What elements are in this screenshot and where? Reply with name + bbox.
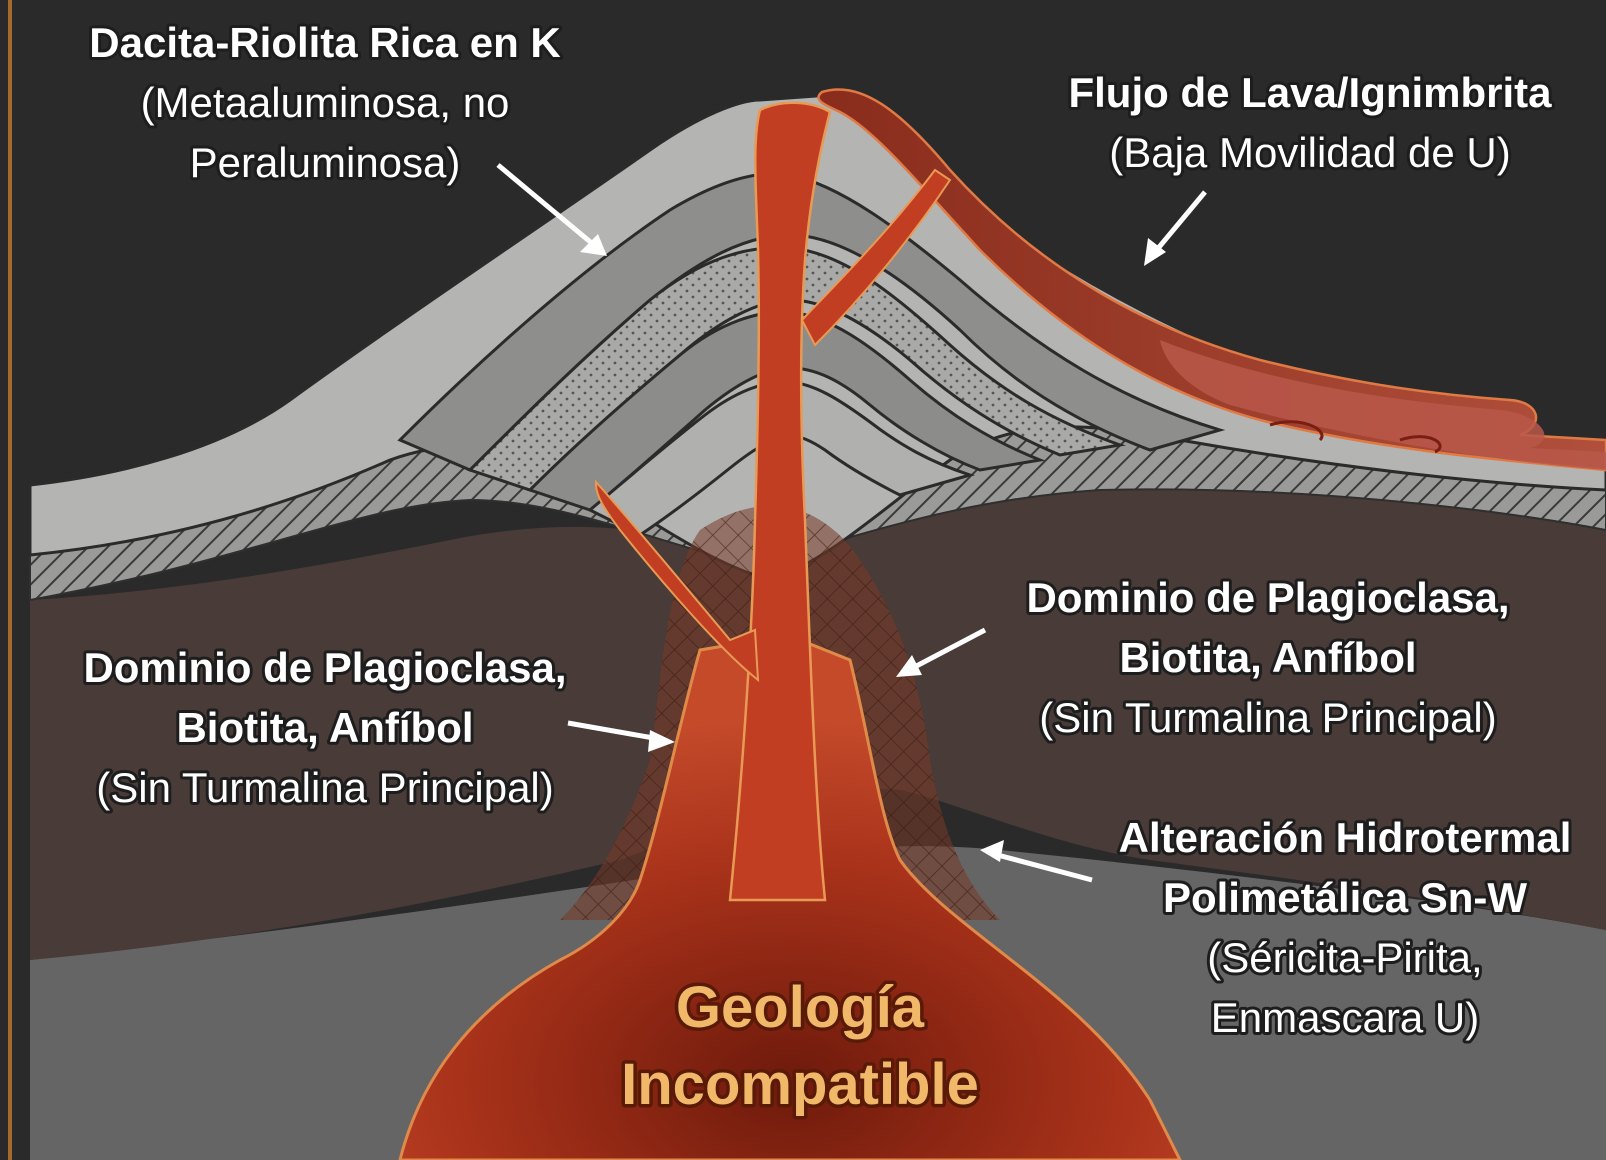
label-dominio-right: Dominio de Plagioclasa, Biotita, Anfíbol… [1023,571,1512,744]
label-dacita-title: Dacita-Riolita Rica en K [89,19,560,66]
magma-conduit [728,101,832,902]
label-dominio-left: Dominio de Plagioclasa, Biotita, Anfíbol… [80,641,569,814]
conduit-branch-right [800,168,952,347]
lava-flow-front [1160,340,1606,470]
label-alteracion-line4: Enmascara U) [1211,994,1479,1041]
label-alteracion: Alteración Hidrotermal Polimetálica Sn-W… [1116,811,1575,1044]
arrow-dacita [496,163,607,256]
arrow-dominio-right [896,627,987,677]
volcano-strata-1 [397,172,1226,472]
label-center: Geología Incompatible [618,972,983,1121]
label-flujo: Flujo de Lava/Ignimbrita (Baja Movilidad… [1065,66,1555,179]
label-dominio-left-line2: Biotita, Anfíbol [176,704,473,751]
lava-flow-whorl [1269,420,1442,454]
label-center-line1: Geología [676,975,925,1040]
label-flujo-line2: (Baja Movilidad de U) [1109,129,1511,176]
label-center-line2: Incompatible [621,1052,979,1117]
label-dominio-left-line3: (Sin Turmalina Principal) [96,764,554,811]
label-alteracion-line3: (Séricita-Pirita, [1207,934,1482,981]
volcano-strata-3 [587,380,976,537]
label-dacita: Dacita-Riolita Rica en K (Metaaluminosa,… [86,16,563,189]
label-dominio-right-line2: Biotita, Anfíbol [1119,634,1416,681]
arrow-alteracion [980,840,1093,883]
arrow-dominio-left [567,720,675,752]
label-alteracion-line1: Alteración Hidrotermal [1119,814,1572,861]
label-alteracion-line2: Polimetálica Sn-W [1163,874,1527,921]
label-flujo-title: Flujo de Lava/Ignimbrita [1068,69,1552,116]
label-dacita-line2: (Metaaluminosa, no [141,79,510,126]
label-dominio-right-line3: (Sin Turmalina Principal) [1039,694,1497,741]
conduit-branch-left [594,479,760,683]
left-border-line [8,0,12,1160]
label-dominio-left-line1: Dominio de Plagioclasa, [83,644,566,691]
arrow-flujo [1144,190,1207,266]
label-dominio-right-line1: Dominio de Plagioclasa, [1026,574,1509,621]
label-dacita-line3: Peraluminosa) [190,139,461,186]
